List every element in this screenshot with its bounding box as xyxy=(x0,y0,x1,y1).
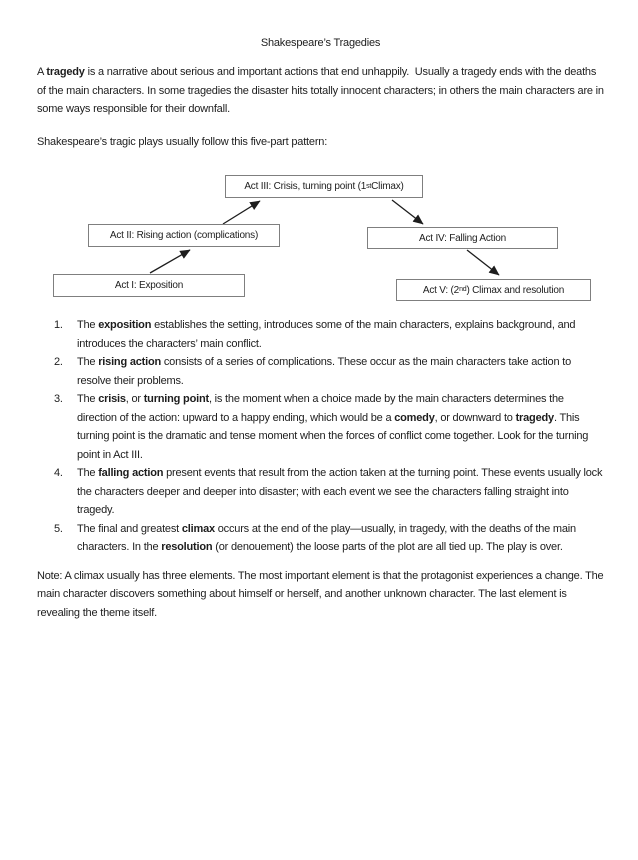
page-title: Shakespeare’s Tragedies xyxy=(260,37,381,49)
arrow-act1-to-act2-icon xyxy=(149,249,191,274)
list-item-text: The rising action consists of a series o… xyxy=(77,356,574,387)
list-item-climax-resolution: 5. The final and greatest climax occurs … xyxy=(37,520,604,557)
list-item-text: The exposition establishes the setting, … xyxy=(77,319,579,350)
list-item-exposition: 1. The exposition establishes the settin… xyxy=(37,316,604,353)
document-page: Shakespeare’s Tragedies A tragedy is a n… xyxy=(0,34,638,860)
diagram-arrows xyxy=(149,199,500,276)
note-paragraph: Note: A climax usually has three element… xyxy=(37,569,607,619)
list-item-falling-action: 4. The falling action present events tha… xyxy=(37,464,604,520)
list-item-text: The falling action present events that r… xyxy=(77,467,606,516)
five-part-numbered-list: 1. The exposition establishes the settin… xyxy=(37,316,604,557)
arrow-act4-to-act5-icon xyxy=(466,249,500,276)
list-item-crisis: 3. The crisis, or turning point, is the … xyxy=(37,390,604,464)
list-item-number: 1. xyxy=(54,319,63,331)
diagram-box-act2-rising-action: Act II: Rising action (complications) xyxy=(88,224,280,247)
list-item-number: 5. xyxy=(54,522,63,535)
list-item-number: 2. xyxy=(54,356,63,368)
pattern-paragraph: Shakespeare’s tragic plays usually follo… xyxy=(37,135,328,148)
five-part-pattern-diagram: Act I: Exposition Act II: Rising action … xyxy=(0,170,638,304)
list-item-text: The final and greatest climax occurs at … xyxy=(77,522,579,554)
arrow-act3-to-act4-icon xyxy=(391,199,424,225)
intro-paragraph: A tragedy is a narrative about serious a… xyxy=(37,66,607,115)
diagram-box-act1-exposition: Act I: Exposition xyxy=(53,274,245,297)
list-item-number: 3. xyxy=(54,393,63,405)
list-item-number: 4. xyxy=(54,467,63,479)
list-item-rising-action: 2. The rising action consists of a serie… xyxy=(37,353,604,390)
diagram-box-act4-falling-action: Act IV: Falling Action xyxy=(367,227,558,249)
list-item-text: The crisis, or turning point, is the mom… xyxy=(77,393,592,461)
arrow-act2-to-act3-icon xyxy=(222,200,261,225)
